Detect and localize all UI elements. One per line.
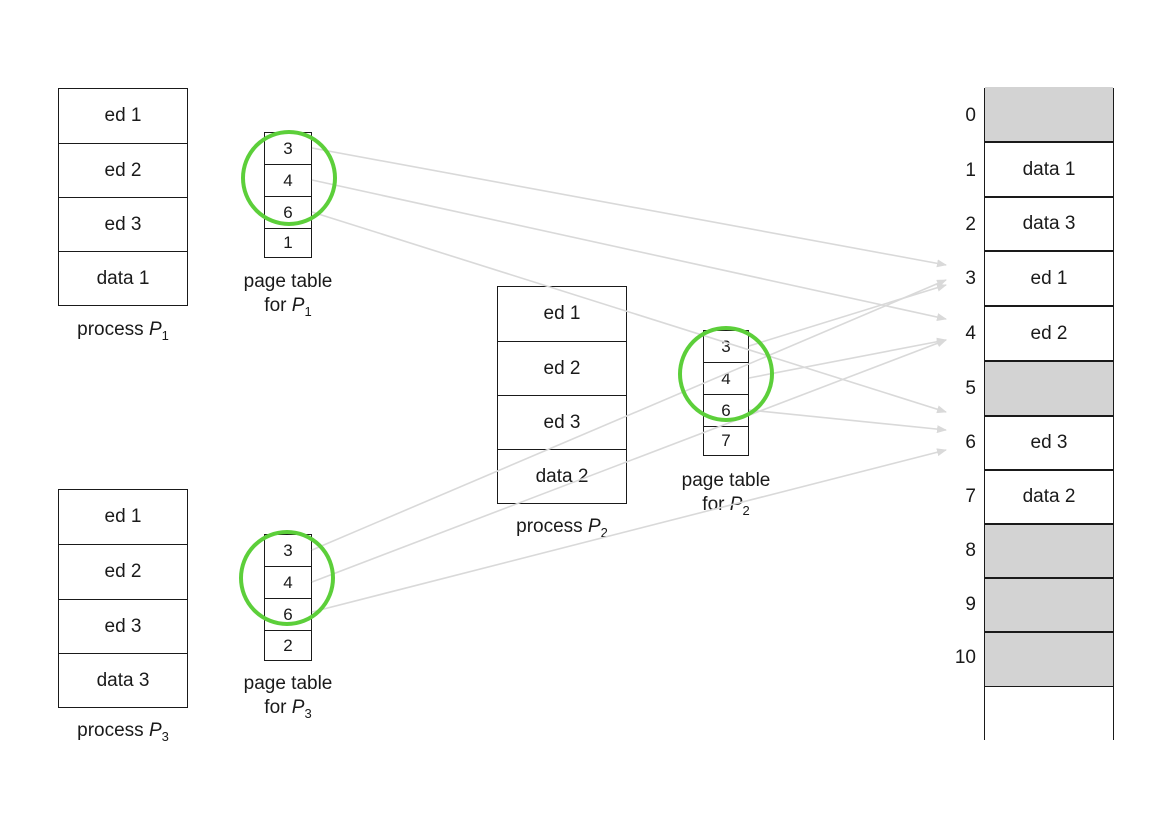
memory-frame-5 — [985, 361, 1113, 416]
process-p1: ed 1 ed 2 ed 3 data 1 — [58, 88, 188, 306]
frame-number-5: 5 — [965, 378, 976, 399]
process-p1-page-2: ed 3 — [59, 198, 187, 252]
process-p3-page-3: data 3 — [96, 669, 150, 691]
page-table-p2-label: page table for P2 — [681, 470, 771, 518]
process-p3-page-1: ed 2 — [59, 545, 187, 600]
memory-frame-10 — [985, 632, 1113, 687]
arrow-p3-3 — [311, 279, 947, 551]
process-p2: ed 1 ed 2 ed 3 data 2 — [497, 286, 627, 504]
memory-frame-8 — [985, 524, 1113, 578]
memory-frame-7: data 2 — [985, 470, 1113, 524]
process-p2-page-2: ed 3 — [498, 396, 626, 450]
physical-memory: data 1 data 3 ed 1 ed 2 ed 3 data 2 — [984, 87, 1114, 740]
arrow-p2-3 — [748, 283, 947, 347]
frame-number-6: 6 — [965, 432, 976, 453]
page-table-p1-entry-1: 4 — [265, 165, 311, 197]
process-p2-label: process P2 — [516, 516, 608, 540]
memory-frame-1: data 1 — [985, 142, 1113, 197]
page-table-p3-entry-0: 3 — [265, 535, 311, 567]
page-table-p3-entry-2: 6 — [265, 599, 311, 631]
process-p3-page-0: ed 1 — [59, 490, 187, 545]
arrow-p1-4 — [311, 179, 947, 321]
process-p2-page-0: ed 1 — [498, 287, 626, 342]
highlight-circle-p3 — [239, 530, 335, 626]
page-table-p2-entry-3: 7 — [721, 431, 731, 450]
process-p3-label: process P3 — [77, 720, 169, 744]
page-table-p1-entry-2: 6 — [265, 197, 311, 229]
process-p1-page-1: ed 2 — [59, 144, 187, 198]
page-table-p2-entry-2: 6 — [704, 395, 748, 427]
process-p3: ed 1 ed 2 ed 3 data 3 — [58, 489, 188, 708]
page-table-p3-entry-3: 2 — [283, 635, 293, 655]
frame-number-3: 3 — [965, 268, 976, 289]
process-p3-page-2: ed 3 — [59, 600, 187, 654]
process-p1-label: process P1 — [77, 319, 169, 343]
frame-number-10: 10 — [954, 647, 976, 668]
memory-frame-4: ed 2 — [985, 306, 1113, 361]
memory-frame-2: data 3 — [985, 197, 1113, 251]
page-table-p1-entry-3: 1 — [283, 233, 293, 252]
memory-frame-3: ed 1 — [985, 251, 1113, 306]
page-table-p1: 3 4 6 1 — [264, 132, 312, 258]
frame-number-9: 9 — [965, 594, 976, 615]
highlight-circle-p1 — [241, 130, 337, 226]
arrow-p3-6 — [311, 448, 947, 613]
memory-frame-6: ed 3 — [985, 416, 1113, 470]
page-table-p1-label: page table for P1 — [243, 271, 333, 319]
arrow-p2-6 — [748, 409, 947, 434]
frame-number-2: 2 — [965, 214, 976, 235]
arrow-p3-4 — [311, 339, 947, 583]
frame-number-4: 4 — [965, 323, 976, 344]
process-p2-page-1: ed 2 — [498, 342, 626, 396]
arrow-p1-6 — [311, 211, 947, 414]
frame-number-0: 0 — [965, 105, 976, 126]
process-p1-page-0: ed 1 — [59, 89, 187, 144]
process-p1-page-3: data 1 — [96, 267, 150, 289]
page-table-p3: 3 4 6 2 — [264, 534, 312, 661]
memory-frame-0 — [985, 87, 1113, 142]
page-table-p1-entry-0: 3 — [265, 133, 311, 165]
frame-number-8: 8 — [965, 540, 976, 561]
arrow-p1-3 — [311, 147, 947, 268]
highlight-circle-p2 — [678, 326, 774, 422]
page-table-p2-entry-0: 3 — [704, 331, 748, 363]
arrow-p2-4 — [748, 337, 947, 379]
frame-number-1: 1 — [965, 160, 976, 181]
memory-frame-9 — [985, 578, 1113, 632]
page-table-p2: 3 4 6 7 — [703, 330, 749, 456]
page-table-p2-entry-1: 4 — [704, 363, 748, 395]
page-table-p3-label: page table for P3 — [243, 673, 333, 721]
frame-number-7: 7 — [965, 486, 976, 507]
page-table-p3-entry-1: 4 — [265, 567, 311, 599]
